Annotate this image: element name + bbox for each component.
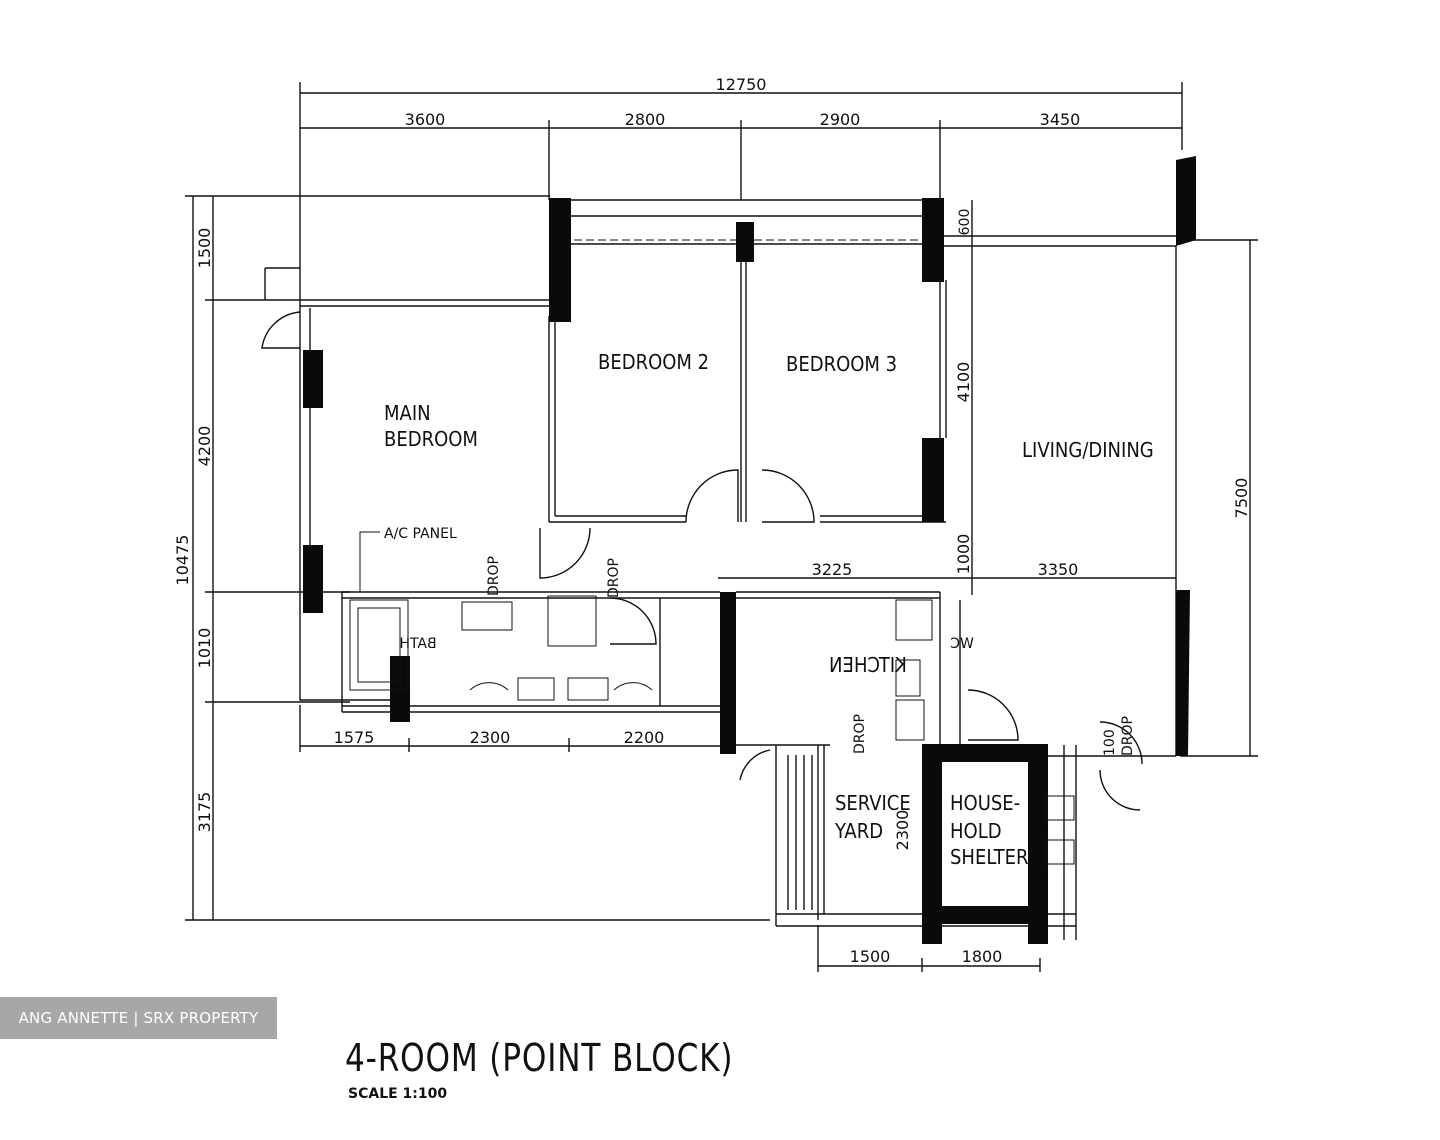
dim-left-1010: 1010 bbox=[195, 628, 214, 669]
service-yard-label-2: YARD bbox=[834, 819, 883, 843]
main-bedroom-label-2: BEDROOM bbox=[384, 427, 478, 451]
scale-label: SCALE 1:100 bbox=[348, 1086, 448, 1102]
drop-label-1: DROP bbox=[486, 556, 502, 596]
dim-right-7500: 7500 bbox=[1232, 478, 1251, 519]
dim-top-1: 3600 bbox=[405, 110, 446, 129]
dim-left-total: 10475 bbox=[173, 535, 192, 586]
bedroom3-label: BEDROOM 3 bbox=[786, 352, 897, 376]
drop-label-4: DROP bbox=[1120, 716, 1136, 756]
dim-top-4: 3450 bbox=[1040, 110, 1081, 129]
dim-left-1500: 1500 bbox=[195, 228, 214, 269]
dim-2300-yard: 2300 bbox=[893, 810, 912, 851]
solid-walls bbox=[303, 156, 1196, 944]
bath-label: BATH bbox=[399, 636, 436, 652]
dim-1000: 1000 bbox=[954, 534, 973, 575]
plan-title: 4-ROOM (POINT BLOCK) bbox=[345, 1036, 734, 1080]
fixtures bbox=[349, 595, 1075, 865]
ac-panel-label: A/C PANEL bbox=[384, 526, 457, 542]
dim-overall: 12750 bbox=[716, 75, 767, 94]
dim-2200: 2200 bbox=[624, 728, 665, 747]
dim-1575: 1575 bbox=[334, 728, 375, 747]
service-yard-label-1: SERVICE bbox=[835, 791, 911, 815]
kitchen-label: KITCHEN bbox=[829, 653, 907, 677]
annotations: A/C PANEL DROP DROP DROP DROP 100 bbox=[359, 526, 1136, 756]
top-dimensions: 12750 3600 2800 2900 3450 bbox=[299, 75, 1183, 300]
dim-2300: 2300 bbox=[470, 728, 511, 747]
drop-100-label: 100 bbox=[1102, 729, 1118, 756]
door-swings bbox=[261, 311, 1143, 811]
bedroom2-label: BEDROOM 2 bbox=[598, 350, 709, 374]
shelter-label-2: HOLD bbox=[950, 819, 1002, 843]
wc-label: WC bbox=[950, 636, 974, 652]
drop-label-2: DROP bbox=[606, 558, 622, 598]
living-dining-label: LIVING/DINING bbox=[1022, 438, 1154, 462]
main-bedroom-label-1: MAIN bbox=[384, 401, 431, 425]
dim-left-4200: 4200 bbox=[195, 426, 214, 467]
dim-600: 600 bbox=[957, 209, 973, 236]
right-dimensions: 7500 600 4100 1000 3225 3350 bbox=[718, 200, 1258, 757]
bottom-dimensions: 1575 2300 2200 1500 1800 2300 bbox=[299, 705, 1041, 972]
shelter-label-3: SHELTER bbox=[950, 845, 1028, 869]
drop-label-3: DROP bbox=[852, 714, 868, 754]
dim-top-2: 2800 bbox=[625, 110, 666, 129]
dim-1500: 1500 bbox=[850, 947, 891, 966]
dim-4100: 4100 bbox=[954, 362, 973, 403]
shelter-label-1: HOUSE- bbox=[950, 791, 1020, 815]
dim-1800: 1800 bbox=[962, 947, 1003, 966]
watermark: ANG ANNETTE | SRX PROPERTY bbox=[0, 997, 277, 1039]
dim-top-3: 2900 bbox=[820, 110, 861, 129]
dim-left-3175: 3175 bbox=[195, 792, 214, 833]
dim-3350: 3350 bbox=[1038, 560, 1079, 579]
left-dimensions: 1500 4200 10475 1010 3175 bbox=[173, 195, 770, 921]
room-labels: MAIN BEDROOM BEDROOM 2 BEDROOM 3 LIVING/… bbox=[384, 350, 1154, 869]
dim-3225: 3225 bbox=[812, 560, 853, 579]
